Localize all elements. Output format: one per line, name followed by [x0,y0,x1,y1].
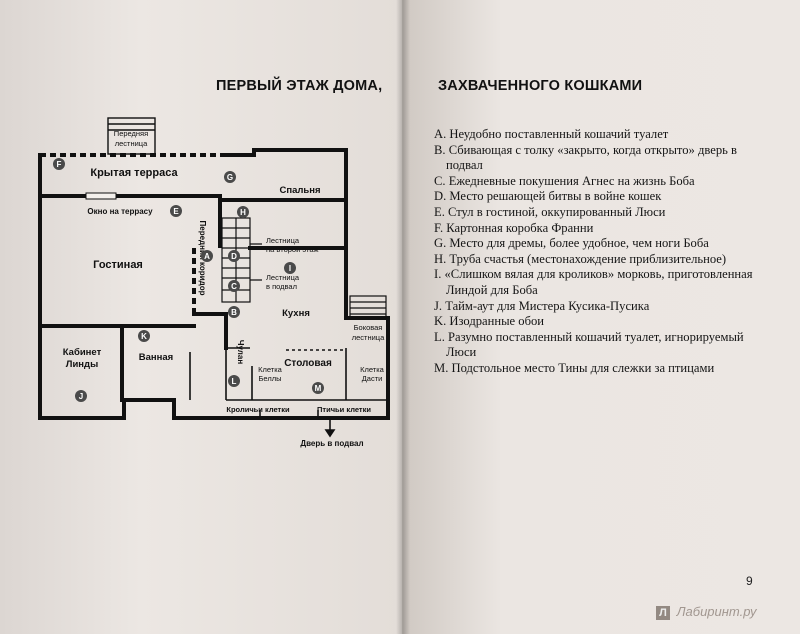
label-side-stairs-1: Боковая [354,323,383,332]
front-stairs-drawing [107,117,156,155]
label-dustys-cage-2: Дасти [362,374,383,383]
side-stairs-drawing [349,295,387,319]
marker-b: B [228,306,240,318]
watermark: Л Лабиринт.ру [656,604,786,622]
label-stairs-up-2: на второй этаж [266,245,319,254]
marker-i: I [284,262,296,274]
legend-item: K. Изодранные обои [434,314,545,329]
marker-k-letter: K [141,332,147,341]
label-bird-cages: Птичьи клетки [317,405,371,414]
marker-a: A [201,250,213,262]
legend-item: H. Труба счастья (местонахождение прибли… [434,251,727,266]
label-bellas-cage-1: Клетка [258,365,283,374]
legend-item: B. Сбивающая с толку «закрыто, когда отк… [434,142,738,173]
basement-door-arrow [324,418,336,438]
floor-plan: Передняя лестница [38,117,390,448]
room-closet: Чулан [236,340,245,364]
room-lindas-study-1: Кабинет [63,347,102,358]
marker-j-letter: J [79,392,83,401]
legend-item: I. «Слишком вялая для кроликов» морковь,… [434,267,753,297]
label-stairs-down-1: Лестница [266,273,300,282]
marker-d-letter: D [231,252,237,261]
label-terrace-window: Окно на террасу [87,207,153,216]
left-page [0,0,402,634]
page-title-right: ЗАХВАЧЕННОГО КОШКАМИ [438,78,643,94]
label-stairs-up-1: Лестница [266,236,300,245]
label-bellas-cage-2: Беллы [259,374,282,383]
room-bathroom: Ванная [139,352,173,363]
marker-j: J [75,390,87,402]
label-side-stairs-2: лестница [352,333,385,342]
front-stairs-label-2: лестница [115,139,148,148]
legend-item: G. Место для дремы, более удобное, чем н… [434,236,709,251]
legend-item: D. Место решающей битвы в войне кошек [434,189,662,204]
page-title-left: ПЕРВЫЙ ЭТАЖ ДОМА, [216,78,383,94]
front-stairs-label-1: Передняя [114,129,148,138]
label-stairs-down-2: в подвал [266,282,297,291]
room-bedroom: Спальня [279,185,320,196]
marker-g-letter: G [227,173,233,182]
interior-stairs-drawing [221,217,262,303]
legend-item: M. Подстольное место Тины для слежки за … [434,360,715,375]
marker-c: C [228,280,240,292]
legend-item: C. Ежедневные покушения Агнес на жизнь Б… [434,173,695,188]
marker-h: H [237,206,249,218]
thin-walls [189,347,388,418]
right-page [402,0,800,634]
marker-l-letter: L [232,377,237,386]
room-covered-terrace: Крытая терраса [90,167,178,179]
marker-a-letter: A [204,252,210,261]
legend-item: F. Картонная коробка Франни [434,220,594,235]
legend-item: E. Стул в гостиной, оккупированный Люси [434,204,666,219]
marker-m-letter: M [315,384,322,393]
marker-l: L [228,375,240,387]
legend-item: L. Разумно поставленный кошачий туалет, … [434,329,744,360]
marker-g: G [224,171,236,183]
room-kitchen: Кухня [282,308,310,319]
legend-item: A. Неудобно поставленный кошачий туалет [434,127,669,141]
terrace-window-mark [85,192,117,200]
marker-m: M [312,382,324,394]
marker-d: D [228,250,240,262]
legend-list: A. Неудобно поставленный кошачий туалет … [434,127,756,377]
walls [38,148,390,420]
room-living-room: Гостиная [93,259,143,271]
label-rabbit-cages: Кроличьи клетки [226,405,290,414]
marker-f: F [53,158,65,170]
marker-b-letter: B [231,308,237,317]
room-lindas-study-2: Линды [66,359,98,370]
labirint-logo-icon: Л [656,605,670,620]
label-basement-door: Дверь в подвал [300,439,363,448]
label-dustys-cage-1: Клетка [360,365,385,374]
marker-e: E [170,205,182,217]
marker-k: K [138,330,150,342]
book-spine [396,0,410,634]
marker-i-letter: I [289,264,291,273]
room-dining-room: Столовая [284,358,332,369]
watermark-text: Лабиринт.ру [676,604,757,619]
marker-f-letter: F [57,160,62,169]
open-walls-dashed [40,153,222,314]
marker-e-letter: E [173,207,179,216]
marker-h-letter: H [240,208,246,217]
legend-item: J. Тайм-аут для Мистера Кусика-Пусика [434,298,650,313]
page-number: 9 [746,574,753,588]
marker-c-letter: C [231,282,237,291]
